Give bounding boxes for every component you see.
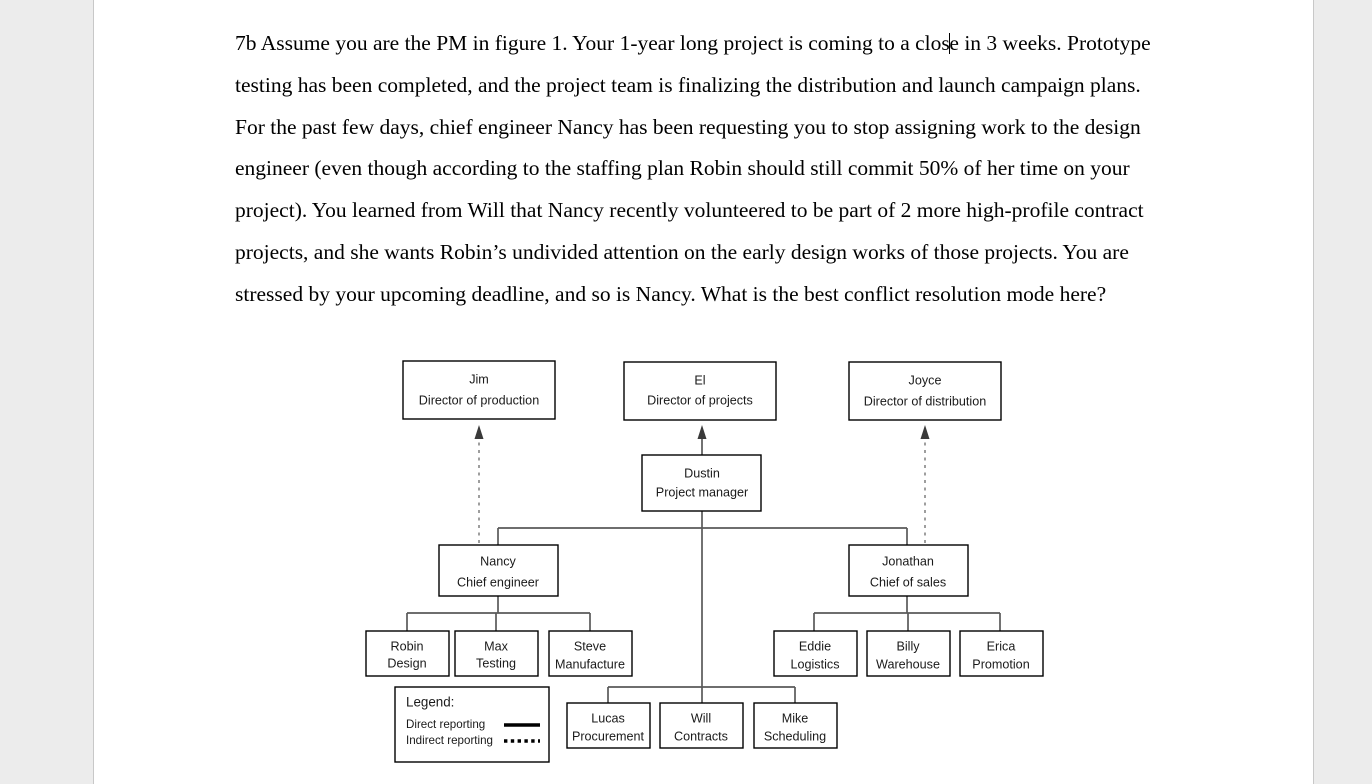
org-node-robin[interactable]: Robin Design — [365, 630, 450, 677]
node-name-mike: Mike — [782, 711, 809, 725]
node-name-jim: Jim — [469, 372, 489, 386]
node-box-erica — [959, 630, 1044, 677]
node-title-mike: Scheduling — [764, 729, 826, 743]
node-title-el: Director of projects — [647, 393, 753, 407]
node-title-eddie: Logistics — [791, 657, 840, 671]
node-title-will: Contracts — [674, 729, 728, 743]
node-name-max: Max — [484, 639, 508, 653]
node-box-mike — [753, 702, 838, 749]
node-title-steve: Manufacture — [555, 657, 625, 671]
node-box-jonathan — [848, 544, 969, 597]
node-title-jonathan: Chief of sales — [870, 575, 946, 589]
legend-direct-label: Direct reporting — [406, 718, 485, 731]
org-node-dustin[interactable]: Dustin Project manager — [641, 454, 762, 512]
node-name-eddie: Eddie — [799, 639, 831, 653]
arrowhead-jonathan-joyce — [920, 425, 930, 439]
node-title-billy: Warehouse — [876, 657, 940, 671]
node-title-robin: Design — [387, 656, 426, 670]
node-title-erica: Promotion — [972, 657, 1029, 671]
node-box-lucas — [566, 702, 651, 749]
node-name-lucas: Lucas — [591, 711, 625, 725]
node-name-nancy: Nancy — [480, 554, 516, 568]
org-node-lucas[interactable]: Lucas Procurement — [566, 702, 651, 749]
org-node-jim[interactable]: Jim Director of production — [402, 360, 556, 420]
node-title-lucas: Procurement — [572, 729, 645, 743]
legend: Legend: Direct reporting Indirect report… — [394, 686, 550, 763]
node-box-billy — [866, 630, 951, 677]
org-node-mike[interactable]: Mike Scheduling — [753, 702, 838, 749]
node-name-joyce: Joyce — [909, 373, 942, 387]
legend-title: Legend: — [406, 695, 454, 710]
node-name-jonathan: Jonathan — [882, 554, 934, 568]
question-paragraph[interactable]: 7b Assume you are the PM in figure 1. Yo… — [235, 23, 1173, 316]
node-title-max: Testing — [476, 656, 516, 670]
org-chart-figure: Jim Director of production El Director o… — [365, 360, 1044, 763]
node-box-robin — [365, 630, 450, 677]
org-node-joyce[interactable]: Joyce Director of distribution — [848, 361, 1002, 421]
node-name-robin: Robin — [391, 639, 424, 653]
node-box-max — [454, 630, 539, 677]
node-name-steve: Steve — [574, 639, 606, 653]
question-text-before-caret: 7b Assume you are the PM in figure 1. Yo… — [235, 31, 950, 55]
text-cursor-caret — [949, 33, 951, 54]
node-name-dustin: Dustin — [684, 466, 720, 480]
node-box-joyce — [848, 361, 1002, 421]
org-node-billy[interactable]: Billy Warehouse — [866, 630, 951, 677]
node-title-joyce: Director of distribution — [864, 394, 987, 408]
org-node-jonathan[interactable]: Jonathan Chief of sales — [848, 544, 969, 597]
org-node-will[interactable]: Will Contracts — [659, 702, 744, 749]
node-title-nancy: Chief engineer — [457, 575, 539, 589]
org-node-eddie[interactable]: Eddie Logistics — [773, 630, 858, 677]
org-node-steve[interactable]: Steve Manufacture — [548, 630, 633, 677]
document-page[interactable]: 7b Assume you are the PM in figure 1. Yo… — [94, 0, 1313, 784]
node-name-billy: Billy — [896, 639, 920, 653]
question-text-after-caret: e in 3 weeks. Prototype testing has been… — [235, 31, 1157, 306]
node-name-erica: Erica — [987, 639, 1016, 653]
node-box-nancy — [438, 544, 559, 597]
org-node-erica[interactable]: Erica Promotion — [959, 630, 1044, 677]
arrowhead-dustin-el — [697, 425, 707, 439]
arrowhead-nancy-jim — [474, 425, 484, 439]
node-box-steve — [548, 630, 633, 677]
node-name-will: Will — [691, 711, 711, 725]
node-box-jim — [402, 360, 556, 420]
legend-indirect-label: Indirect reporting — [406, 734, 493, 747]
node-box-dustin — [641, 454, 762, 512]
connector-layer — [406, 425, 1001, 703]
org-node-el[interactable]: El Director of projects — [623, 361, 777, 421]
node-box-eddie — [773, 630, 858, 677]
node-name-el: El — [694, 373, 705, 387]
node-box-will — [659, 702, 744, 749]
node-title-dustin: Project manager — [656, 485, 748, 499]
node-title-jim: Director of production — [419, 393, 539, 407]
org-node-nancy[interactable]: Nancy Chief engineer — [438, 544, 559, 597]
node-box-el — [623, 361, 777, 421]
org-node-max[interactable]: Max Testing — [454, 630, 539, 677]
